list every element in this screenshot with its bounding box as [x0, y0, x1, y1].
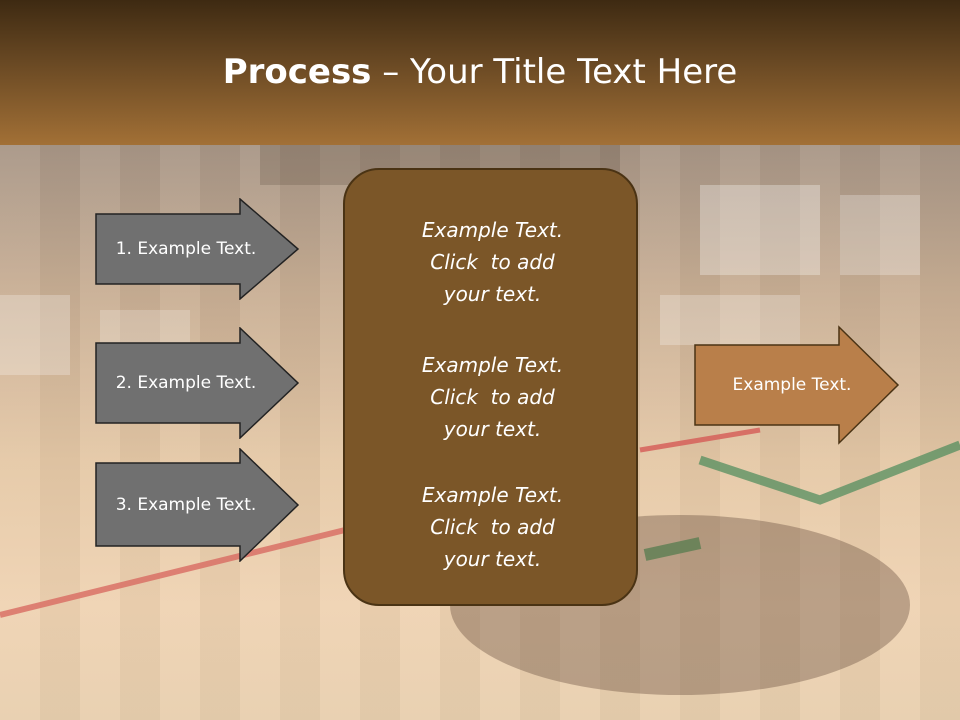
title-bold-part: Process [222, 52, 372, 92]
right-arrow[interactable]: Example Text. [694, 325, 900, 445]
arrow-shape-3 [95, 448, 300, 562]
center-paragraph-3: Example Text. Click to add your text. [345, 479, 640, 575]
center-text-box[interactable]: Example Text. Click to add your text. Ex… [343, 168, 638, 606]
paragraph-1-line-3: your text. [443, 282, 542, 306]
paragraph-3-line-2: Click to add [430, 515, 555, 539]
left-arrow-1-label: 1. Example Text. [115, 239, 257, 259]
left-arrow-1[interactable]: 1. Example Text. [95, 198, 300, 300]
paragraph-1-line-2: Click to add [430, 250, 555, 274]
paragraph-3-line-1: Example Text. [421, 483, 564, 507]
center-paragraph-1: Example Text. Click to add your text. [345, 214, 640, 310]
arrow-shape-1 [95, 198, 300, 300]
paragraph-2-line-3: your text. [443, 417, 542, 441]
paragraph-3-line-3: your text. [443, 547, 542, 571]
title-band [0, 0, 960, 145]
right-arrow-label: Example Text. [732, 375, 852, 395]
slide-title[interactable]: Process – Your Title Text Here [0, 52, 960, 92]
title-rest: – Your Title Text Here [371, 52, 738, 92]
left-arrow-3-label: 3. Example Text. [115, 495, 257, 515]
arrow-shape-2 [95, 327, 300, 439]
paragraph-2-line-2: Click to add [430, 385, 555, 409]
paragraph-1-line-1: Example Text. [421, 218, 564, 242]
left-arrow-2-label: 2. Example Text. [115, 373, 257, 393]
left-arrow-2[interactable]: 2. Example Text. [95, 327, 300, 439]
right-arrow-shape [694, 325, 900, 445]
paragraph-2-line-1: Example Text. [421, 353, 564, 377]
left-arrow-3[interactable]: 3. Example Text. [95, 448, 300, 562]
center-paragraph-2: Example Text. Click to add your text. [345, 349, 640, 445]
